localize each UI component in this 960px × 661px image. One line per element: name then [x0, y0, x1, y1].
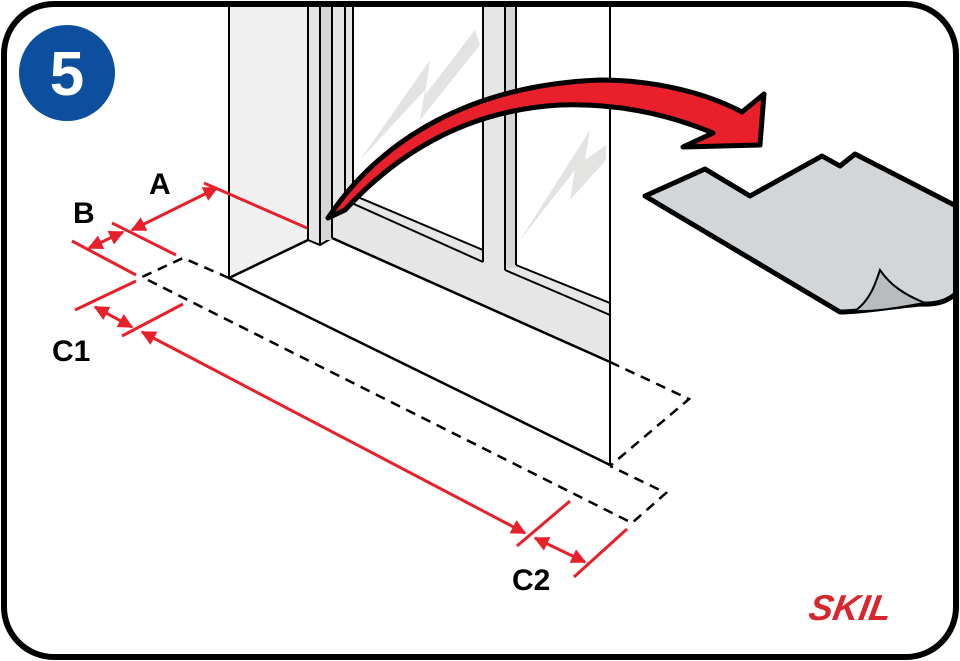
step-number: 5: [50, 40, 84, 109]
window-frame: [228, 4, 611, 467]
label-b: B: [73, 197, 95, 230]
remove-backing-arrow-icon: [325, 77, 767, 221]
dimension-arrow-c2: [533, 536, 587, 564]
label-c1: C1: [52, 335, 90, 368]
adhesive-sheet: [642, 151, 956, 315]
dimension-arrow-b: [87, 230, 125, 250]
dimension-arrow-length: [140, 330, 527, 535]
dimension-arrow-a: [130, 186, 219, 232]
dimension-arrow-c1: [93, 305, 134, 329]
label-c2: C2: [512, 564, 550, 597]
dimension-lines: [71, 181, 629, 579]
glass-pane-right: [515, 4, 611, 305]
step-badge: 5: [19, 25, 115, 121]
skil-logo: SKIL: [806, 587, 895, 628]
sill-outline-dashed: [139, 256, 692, 525]
label-a: A: [149, 168, 171, 201]
